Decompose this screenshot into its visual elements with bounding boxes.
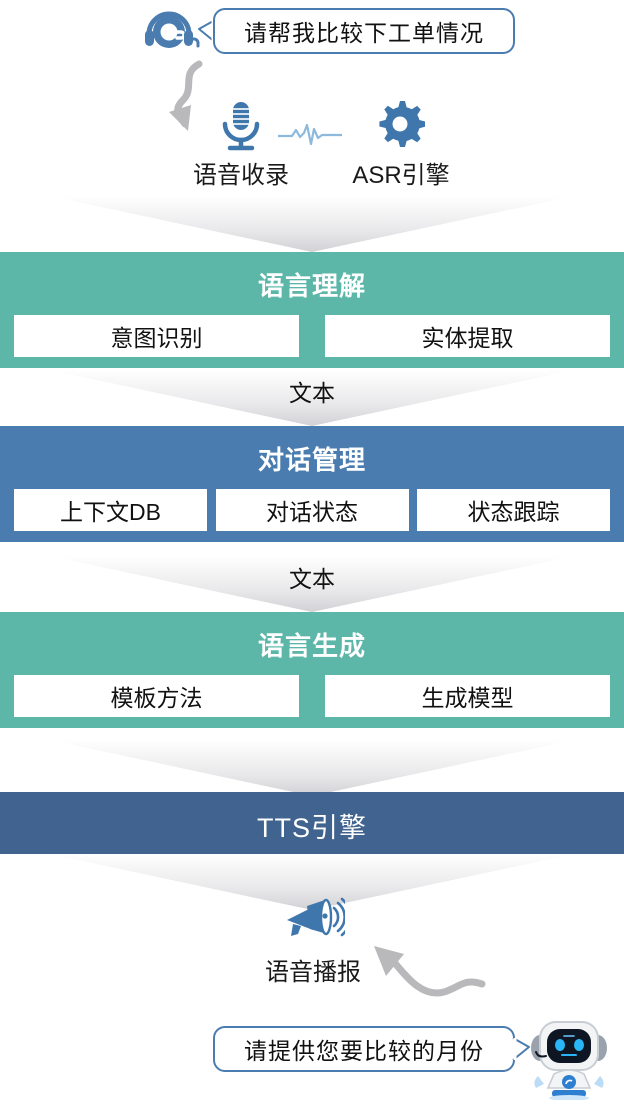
- stage-nlg-boxes: 模板方法 生成模型: [0, 675, 624, 717]
- chevron-shape-icon: [49, 196, 575, 252]
- flow-arrow-5: [0, 854, 624, 910]
- stage-nlu-boxes: 意图识别 实体提取: [0, 315, 624, 357]
- curved-arrow-up-icon: [368, 940, 488, 1010]
- stage-nlu: 语言理解 意图识别 实体提取: [0, 252, 624, 368]
- stage-dm-box-context-db[interactable]: 上下文DB: [14, 489, 207, 531]
- stage-dm-box-dialogue-state[interactable]: 对话状态: [215, 489, 409, 531]
- stage-dialogue-management-boxes: 上下文DB 对话状态 状态跟踪: [0, 489, 624, 531]
- flow-arrow-3: 文本: [0, 556, 624, 612]
- stage-nlg-box-template[interactable]: 模板方法: [14, 675, 299, 717]
- stage-dialogue-management-title: 对话管理: [257, 445, 366, 475]
- bot-speech-bubble: 请提供您要比较的月份: [213, 1026, 515, 1072]
- stage-nlu-title: 语言理解: [257, 271, 366, 301]
- user-speech-bubble: 请帮我比较下工单情况: [213, 8, 515, 54]
- stage-nlg-title: 语言生成: [257, 631, 366, 661]
- gear-icon: [375, 100, 426, 150]
- stage-tts-title: TTS引擎: [257, 813, 367, 843]
- voice-broadcast-label: 语音播报: [265, 959, 361, 986]
- stage-dm-box-state-tracking[interactable]: 状态跟踪: [417, 489, 610, 531]
- flow-arrow-3-label: 文本: [289, 566, 335, 592]
- curved-arrow-down-icon: [155, 58, 227, 138]
- megaphone-icon: [283, 896, 352, 942]
- microphone-icon: [218, 100, 264, 152]
- flow-arrow-2: 文本: [0, 370, 624, 426]
- voice-capture-label: 语音收录: [193, 162, 289, 189]
- bot-speech-bubble-text: 请提供您要比较的月份: [244, 1038, 484, 1064]
- stage-nlu-box-intent[interactable]: 意图识别: [14, 315, 299, 357]
- flow-arrow-2-label: 文本: [289, 380, 335, 406]
- stage-nlu-box-entity[interactable]: 实体提取: [325, 315, 610, 357]
- stage-nlg-box-generative-model[interactable]: 生成模型: [325, 675, 610, 717]
- audio-waveform-icon: [276, 122, 344, 148]
- headset-icon: [140, 8, 202, 56]
- flow-arrow-1: [0, 196, 624, 252]
- robot-icon: [524, 1014, 614, 1101]
- bot-bubble-tail-icon: [512, 1036, 532, 1062]
- chevron-shape-icon: [49, 740, 575, 796]
- stage-dialogue-management: 对话管理 上下文DB 对话状态 状态跟踪: [0, 426, 624, 542]
- stage-tts: TTS引擎: [0, 792, 624, 854]
- stage-nlg: 语言生成 模板方法 生成模型: [0, 612, 624, 728]
- flow-arrow-4: [0, 740, 624, 796]
- user-speech-bubble-text: 请帮我比较下工单情况: [244, 20, 484, 46]
- asr-engine-label: ASR引擎: [352, 162, 450, 189]
